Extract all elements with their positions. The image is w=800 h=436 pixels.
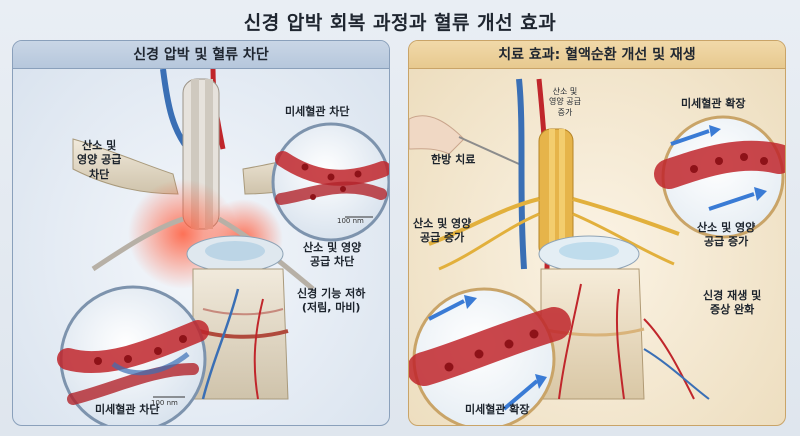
scale-bar-bottom: 100 nm xyxy=(151,399,178,407)
flow-arrow-2 xyxy=(708,192,755,211)
label-micro-dilation-bottom: 미세혈관 확장 xyxy=(465,403,530,416)
label-oxygen-increase-left: 산소 및 영양 공급 증가 xyxy=(413,217,472,245)
label-oxygen-increase-right: 산소 및 영양 공급 증가 xyxy=(697,221,756,249)
label-nerve-decline: 신경 기능 저하 (저림, 마비) xyxy=(297,287,366,315)
compression-panel-header: 신경 압박 및 혈류 차단 xyxy=(13,41,389,69)
treatment-panel-header: 치료 효과: 혈액순환 개선 및 재생 xyxy=(409,41,785,69)
label-micro-dilation-top: 미세혈관 확장 xyxy=(681,97,746,110)
acupuncture-needle xyxy=(458,136,520,165)
label-oxygen-increase-small: 산소 및 영양 공급 증가 xyxy=(549,87,581,117)
label-micro-blocked-top: 미세혈관 차단 xyxy=(285,105,350,118)
label-nerve-regeneration: 신경 재생 및 증상 완화 xyxy=(703,289,762,317)
label-micro-blocked-bottom: 미세혈관 차단 xyxy=(95,403,160,416)
scale-bar-top: 100 nm xyxy=(337,217,364,225)
compression-panel: 신경 압박 및 혈류 차단 xyxy=(12,40,390,426)
disc-nucleus xyxy=(205,241,265,261)
label-oxygen-blocked-left: 산소 및 영양 공급 차단 xyxy=(77,139,122,181)
hand xyxy=(409,115,465,155)
page-title: 신경 압박 회복 과정과 혈류 개선 효과 xyxy=(243,12,557,34)
treatment-panel: 치료 효과: 혈액순환 개선 및 재생 xyxy=(408,40,786,426)
vein-right-panel xyxy=(516,78,527,270)
flow-arrow-1 xyxy=(670,129,710,146)
label-oxygen-blocked-right: 산소 및 영양 공급 차단 xyxy=(303,241,362,269)
compressed-spine-illustration xyxy=(57,69,389,425)
label-herbal-treatment: 한방 치료 xyxy=(431,153,476,166)
nerve-root-left xyxy=(91,216,184,272)
treated-spine-illustration xyxy=(409,78,785,425)
